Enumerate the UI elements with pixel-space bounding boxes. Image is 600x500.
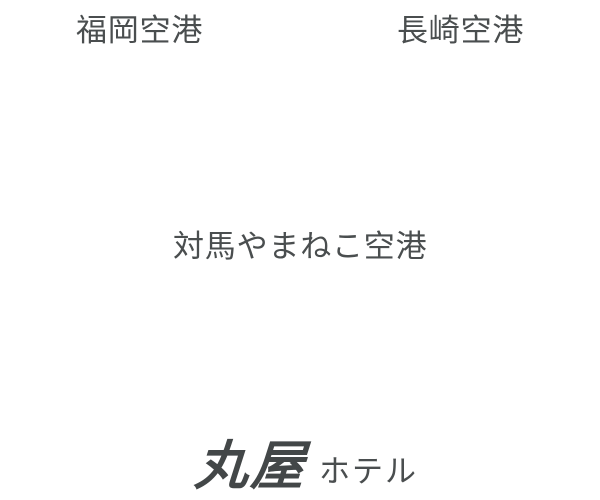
label-fukuoka-airport: 福岡空港 xyxy=(76,13,204,48)
hotel-logo[interactable]: 丸屋 ホテル xyxy=(193,438,418,496)
label-nagasaki-airport: 長崎空港 xyxy=(397,13,525,48)
label-tsushima-yamaneko-airport: 対馬やまねこ空港 xyxy=(173,229,428,264)
hotel-logo-suffix: ホテル xyxy=(319,454,418,489)
hotel-logo-brand-calligraphy: 丸屋 xyxy=(193,438,310,496)
